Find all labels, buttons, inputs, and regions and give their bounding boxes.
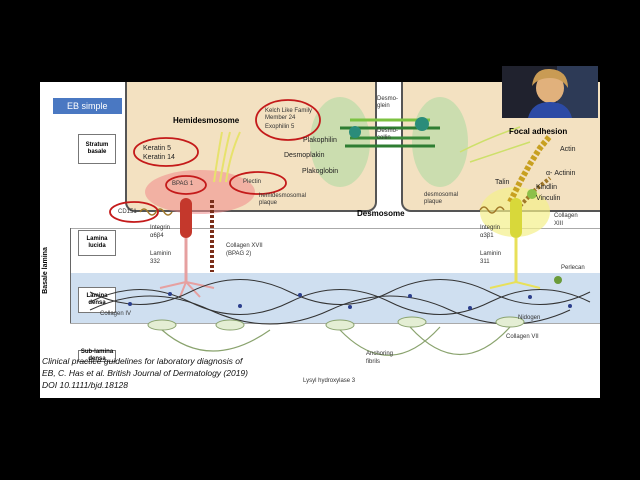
plakophilin-blob-right	[415, 117, 429, 131]
label-anchoring-fibrils: Anchoring fibrils	[366, 351, 394, 365]
label-desmocollin: Desmo-collin	[377, 128, 399, 141]
label-plectin: Plectin	[243, 179, 262, 185]
citation-line-2: EB, C. Has et al. British Journal of Der…	[42, 368, 248, 378]
label-plakophilin: Plakophilin	[303, 137, 337, 144]
label-plakoglobin: Plakoglobin	[302, 168, 339, 175]
label-cd151: CD151	[118, 209, 137, 215]
label-integrin-a3b1: Integrin α3β1	[480, 225, 501, 239]
collagen4-network	[89, 279, 591, 325]
bracket	[70, 228, 75, 323]
keratin-filaments	[213, 131, 241, 183]
collagen7-arcs	[161, 326, 511, 356]
label-collagen4: Collagen IV	[100, 311, 132, 317]
label-collagen13: Collagen XIII	[554, 213, 578, 227]
slide: EB simple Stratum basale Lamina lucida L…	[40, 82, 600, 398]
citation-line-3: DOI 10.1111/bjd.18128	[42, 380, 129, 390]
collagen13-coil	[479, 206, 505, 214]
label-exophilin: Exophilin 5	[265, 124, 295, 130]
desmosome-glow-right	[412, 97, 468, 187]
label-perlecan: Perlecan	[561, 265, 585, 271]
lamina-densa-band	[70, 273, 600, 323]
label-lysyl: Lysyl hydroxylase 3	[303, 378, 356, 384]
label-kindlin: Kindlin	[536, 184, 558, 191]
oval-bpag1	[165, 175, 207, 195]
label-keratin: Keratin 5 Keratin 14	[143, 145, 175, 161]
integrin-a3b1	[510, 198, 522, 238]
title-desmosome: Desmosome	[357, 209, 405, 218]
laminin311-arms	[489, 281, 541, 289]
row-label-sub-lamina: Sub-lamina densa	[78, 349, 116, 362]
label-hd-plaque: hemidesmosomal plaque	[259, 193, 307, 206]
label-laminin311: Laminin 311	[480, 251, 502, 265]
title-focal-adhesion: Focal adhesion	[509, 127, 568, 136]
oval-cd151	[109, 201, 159, 223]
label-collagen17: Collagen XVII (BPAG 2)	[226, 243, 263, 257]
label-laminin332: Laminin 332	[150, 251, 172, 265]
label-nidogen: Nidogen	[518, 315, 541, 321]
label-collagen7: Collagen VII	[506, 334, 539, 340]
citation: Clinical practice guidelines for laborat…	[42, 355, 248, 391]
label-desmoplakin: Desmoplakin	[284, 152, 325, 159]
anchoring-fibrils	[147, 316, 525, 331]
webcam-thumbnail[interactable]	[502, 66, 598, 118]
actin-chain	[507, 134, 553, 204]
kindlin-blob	[527, 189, 537, 199]
label-talin: Talin	[495, 179, 510, 186]
label-desmoglein: Desmo-glein	[377, 96, 399, 109]
label-a-actinin: α- Actinin	[546, 170, 576, 177]
perlecan-node	[554, 276, 562, 284]
label-klhl: Kelch Like Family Member 24	[265, 108, 313, 121]
oval-klhl	[255, 99, 321, 141]
presenter-video	[502, 66, 598, 118]
label-actin: Actin	[560, 146, 576, 153]
oval-plectin	[229, 171, 287, 195]
eb-simple-tag: EB simple	[53, 98, 122, 114]
band-divider	[70, 228, 600, 229]
nidogen-dots	[128, 292, 572, 310]
highlight-ovals	[109, 99, 321, 223]
oval-keratin	[133, 137, 199, 167]
label-bpag1: BPAG 1	[172, 181, 194, 187]
citation-line-1: Clinical practice guidelines for laborat…	[42, 356, 243, 366]
title-hemidesmosome: Hemidesmosome	[173, 116, 240, 125]
row-label-lamina-lucida: Lamina lucida	[78, 230, 116, 256]
row-label-lamina-densa: Lamina densa	[78, 287, 116, 313]
label-integrin-a6b4: Integrin α6β4	[150, 225, 171, 239]
cd151-coil	[139, 208, 173, 216]
focal-actin-lines	[459, 126, 531, 163]
row-label-stratum-basale: Stratum basale	[78, 134, 116, 164]
plakophilin-blob	[349, 126, 361, 138]
label-vinculin: Vinculin	[536, 195, 561, 202]
laminin332-arms	[159, 281, 215, 298]
diagram-graphics	[89, 97, 591, 356]
integrin-a6b4	[180, 198, 192, 238]
label-desmosomal-plaque: desmosomal plaque	[424, 192, 459, 205]
